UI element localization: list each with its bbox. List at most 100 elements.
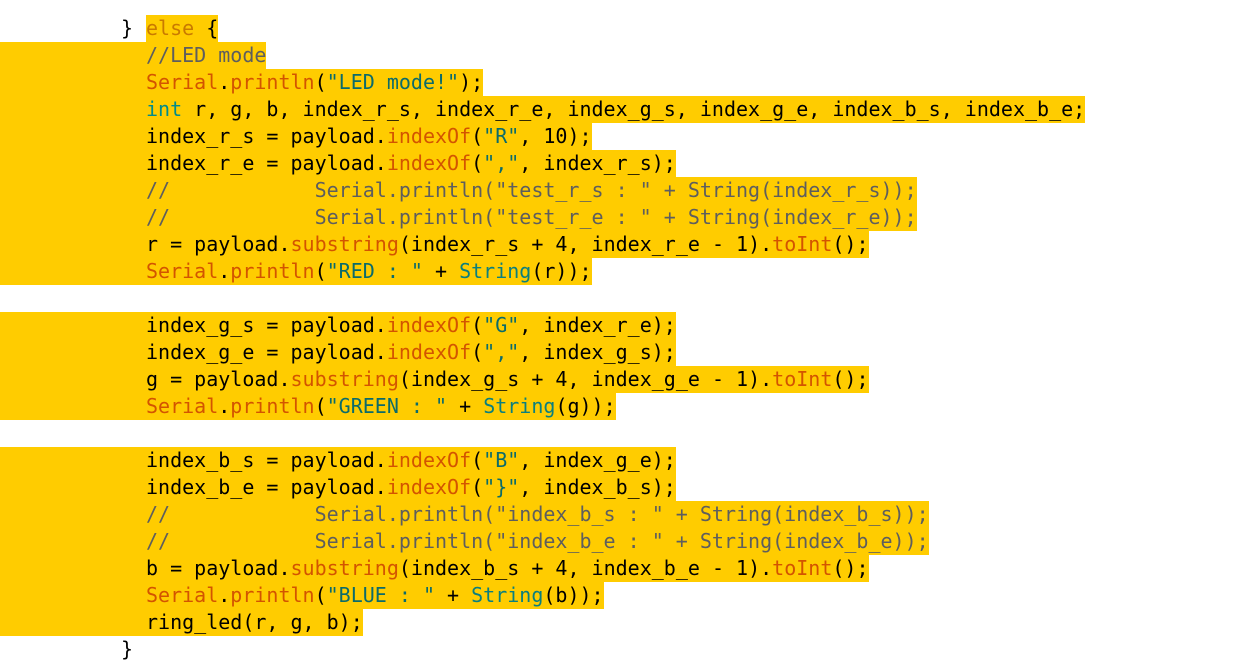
code-line[interactable]: //LED mode bbox=[0, 42, 1259, 69]
code-token: . bbox=[760, 232, 773, 256]
code-line[interactable]: ring_led(r, g, b); bbox=[0, 609, 1259, 636]
code-token: indexOf bbox=[386, 313, 472, 337]
code-token: indexOf bbox=[386, 448, 472, 472]
code-token: toInt bbox=[772, 367, 833, 391]
code-line[interactable]: index_b_s = payload.indexOf("B", index_g… bbox=[0, 447, 1259, 474]
code-token: + bbox=[422, 259, 460, 283]
code-token: index_b_e = payload bbox=[146, 475, 375, 499]
code-token: // Serial.println("test_r_s : " + String… bbox=[146, 178, 917, 202]
code-line[interactable]: // Serial.println("test_r_e : " + String… bbox=[0, 204, 1259, 231]
code-line[interactable]: } bbox=[0, 636, 1259, 663]
code-token: (g)); bbox=[555, 394, 616, 418]
code-line[interactable]: index_r_e = payload.indexOf(",", index_r… bbox=[0, 150, 1259, 177]
code-line[interactable]: index_b_e = payload.indexOf("}", index_b… bbox=[0, 474, 1259, 501]
code-token: indexOf bbox=[386, 340, 472, 364]
code-token: . bbox=[760, 556, 773, 580]
code-token: r, g, b, index_r_s, index_r_e, index_g_s… bbox=[182, 97, 1086, 121]
code-token: . bbox=[218, 394, 231, 418]
selected-code: index_g_e = payload.indexOf(",", index_g… bbox=[0, 339, 676, 366]
code-line[interactable] bbox=[0, 420, 1259, 447]
code-token: "GREEN : " bbox=[326, 394, 448, 418]
code-token: . bbox=[278, 232, 291, 256]
code-token: ( bbox=[471, 313, 484, 337]
code-line[interactable]: int r, g, b, index_r_s, index_r_e, index… bbox=[0, 96, 1259, 123]
code-line[interactable]: g = payload.substring(index_g_s + 4, ind… bbox=[0, 366, 1259, 393]
code-token: . bbox=[218, 70, 231, 94]
code-line[interactable]: Serial.println("RED : " + String(r)); bbox=[0, 258, 1259, 285]
code-token: index_g_s = payload bbox=[146, 313, 375, 337]
code-line[interactable]: Serial.println("BLUE : " + String(b)); bbox=[0, 582, 1259, 609]
code-token: . bbox=[218, 583, 231, 607]
code-token: "G" bbox=[483, 313, 520, 337]
code-token: "LED mode!" bbox=[326, 70, 460, 94]
selected-code: Serial.println("LED mode!"); bbox=[0, 69, 484, 96]
code-token: } bbox=[121, 16, 146, 40]
selected-code: g = payload.substring(index_g_s + 4, ind… bbox=[0, 366, 869, 393]
code-token: (); bbox=[832, 367, 869, 391]
code-token: ( bbox=[314, 259, 327, 283]
selected-code: // Serial.println("test_r_e : " + String… bbox=[0, 204, 917, 231]
code-token: . bbox=[218, 259, 231, 283]
code-token: "," bbox=[483, 151, 520, 175]
code-line[interactable]: Serial.println("LED mode!"); bbox=[0, 69, 1259, 96]
code-token: "," bbox=[483, 340, 520, 364]
code-token: ( bbox=[471, 340, 484, 364]
code-token: (r)); bbox=[531, 259, 592, 283]
code-line[interactable]: b = payload.substring(index_b_s + 4, ind… bbox=[0, 555, 1259, 582]
code-token: // Serial.println("index_b_s : " + Strin… bbox=[146, 502, 929, 526]
code-token: (index_b_s + 4, index_b_e - 1) bbox=[398, 556, 761, 580]
code-token: println bbox=[230, 70, 315, 94]
code-token: (); bbox=[832, 556, 869, 580]
selected-code: index_r_s = payload.indexOf("R", 10); bbox=[0, 123, 592, 150]
code-line[interactable]: Serial.println("GREEN : " + String(g)); bbox=[0, 393, 1259, 420]
code-token: index_b_s = payload bbox=[146, 448, 375, 472]
code-line[interactable]: // Serial.println("index_b_s : " + Strin… bbox=[0, 501, 1259, 528]
code-token: println bbox=[230, 394, 315, 418]
code-token: ); bbox=[459, 70, 484, 94]
code-token: "B" bbox=[483, 448, 520, 472]
code-token: "BLUE : " bbox=[326, 583, 436, 607]
code-token: String bbox=[471, 583, 544, 607]
selected-code: Serial.println("GREEN : " + String(g)); bbox=[0, 393, 616, 420]
code-token: toInt bbox=[772, 232, 833, 256]
code-line[interactable]: index_g_e = payload.indexOf(",", index_g… bbox=[0, 339, 1259, 366]
code-token: + bbox=[435, 583, 472, 607]
code-token: ( bbox=[314, 583, 327, 607]
code-token: indexOf bbox=[386, 475, 472, 499]
code-token: , index_g_e); bbox=[519, 448, 676, 472]
code-line[interactable] bbox=[0, 285, 1259, 312]
code-line[interactable]: r = payload.substring(index_r_s + 4, ind… bbox=[0, 231, 1259, 258]
code-token: Serial bbox=[146, 583, 219, 607]
code-token: ring_led(r, g, b); bbox=[146, 610, 363, 634]
code-token: , index_r_s); bbox=[519, 151, 676, 175]
code-token: index_g_e = payload bbox=[146, 340, 375, 364]
selected-code: else { bbox=[146, 15, 219, 42]
code-token: } bbox=[121, 637, 134, 661]
code-token: substring bbox=[290, 232, 399, 256]
code-token: . bbox=[374, 475, 387, 499]
selected-code: b = payload.substring(index_b_s + 4, ind… bbox=[0, 555, 869, 582]
code-token: r = payload bbox=[146, 232, 279, 256]
unselected-code: } bbox=[121, 636, 133, 663]
code-line[interactable]: // Serial.println("index_b_e : " + Strin… bbox=[0, 528, 1259, 555]
code-token: + bbox=[447, 394, 484, 418]
code-token: (index_g_s + 4, index_g_e - 1) bbox=[398, 367, 761, 391]
code-token: "R" bbox=[483, 124, 520, 148]
code-line[interactable]: // Serial.println("test_r_s : " + String… bbox=[0, 177, 1259, 204]
code-line[interactable]: index_g_s = payload.indexOf("G", index_r… bbox=[0, 312, 1259, 339]
code-token: println bbox=[230, 583, 315, 607]
selected-code: index_g_s = payload.indexOf("G", index_r… bbox=[0, 312, 676, 339]
code-token: (b)); bbox=[543, 583, 604, 607]
code-token: . bbox=[278, 556, 291, 580]
code-line[interactable]: } else { bbox=[0, 15, 1259, 42]
selected-code: //LED mode bbox=[0, 42, 267, 69]
code-token: toInt bbox=[772, 556, 833, 580]
code-token: //LED mode bbox=[146, 43, 267, 67]
selected-code: index_b_s = payload.indexOf("B", index_g… bbox=[0, 447, 676, 474]
code-token: // Serial.println("test_r_e : " + String… bbox=[146, 205, 917, 229]
code-token: int bbox=[146, 97, 183, 121]
code-token: indexOf bbox=[386, 124, 472, 148]
code-line[interactable]: index_r_s = payload.indexOf("R", 10); bbox=[0, 123, 1259, 150]
code-token: "RED : " bbox=[326, 259, 423, 283]
